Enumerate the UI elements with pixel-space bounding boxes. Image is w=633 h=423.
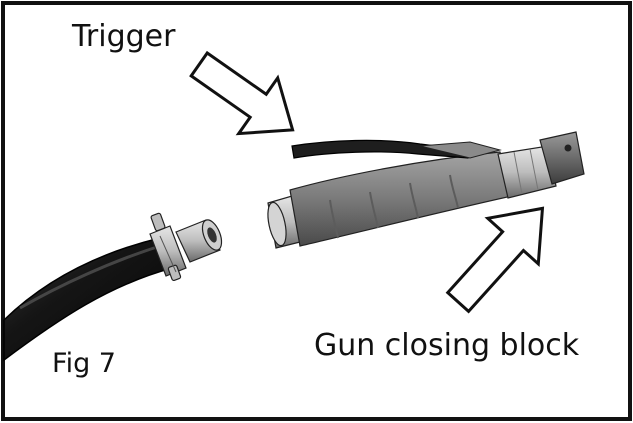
gun-closing-block <box>539 131 585 185</box>
hose-fitting <box>175 219 223 263</box>
figure-number: Fig 7 <box>52 348 116 379</box>
trigger-label: Trigger <box>72 19 176 54</box>
gun <box>267 145 557 249</box>
trigger-lever <box>291 139 502 159</box>
trigger-arrow <box>189 50 295 136</box>
closing-block-arrow <box>445 206 545 314</box>
gun-closing-block-label: Gun closing block <box>314 328 580 363</box>
hose-clamp <box>149 212 187 281</box>
